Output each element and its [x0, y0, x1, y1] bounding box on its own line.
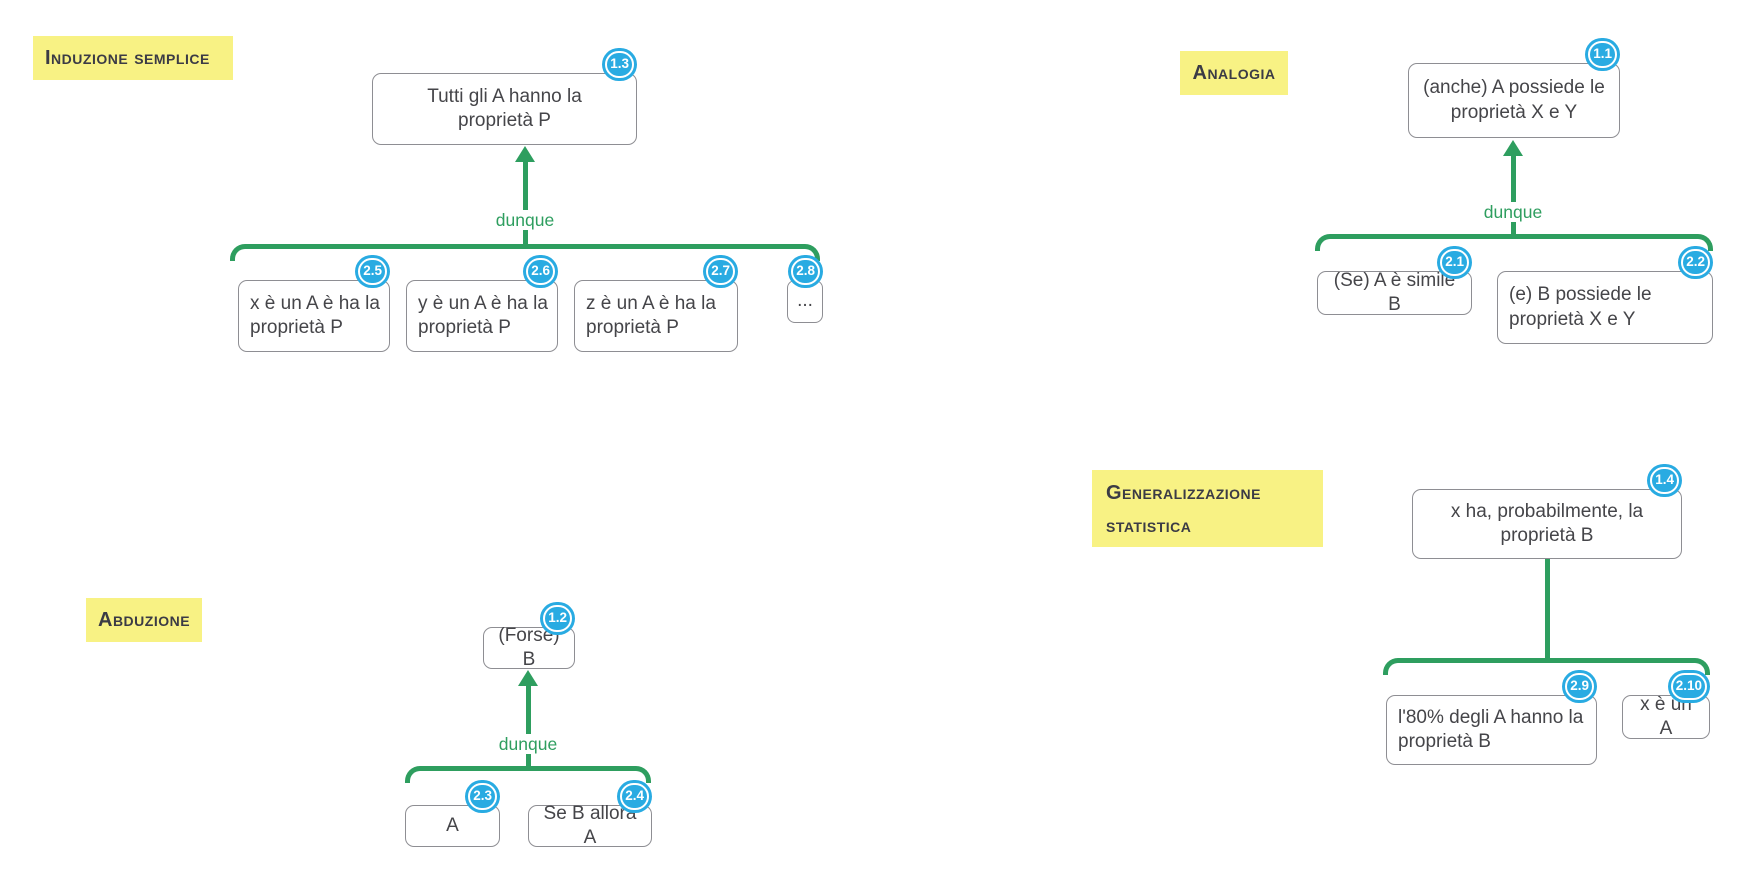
sticky-label-abduzione[interactable]: Abduzione	[86, 598, 203, 642]
node-badge: 2.4	[620, 783, 649, 810]
node-text: A	[446, 814, 459, 836]
sticky-label-induzione-semplice[interactable]: Induzione semplice	[33, 36, 233, 80]
node-badge: 1.4	[1650, 467, 1679, 494]
node-badge: 2.8	[791, 258, 820, 285]
node-badge: 2.3	[468, 783, 497, 810]
sticky-label-generalizzazione-statistica[interactable]: Generalizzazione statistica	[1092, 470, 1323, 547]
conclusion-node-1-1[interactable]: 1.1 (anche) A possiede le proprietà X e …	[1408, 41, 1620, 138]
connector-label-dunque: dunque	[495, 734, 561, 754]
node-text: x è un A	[1640, 693, 1692, 740]
node-badge: 2.5	[358, 258, 387, 285]
premise-node-2-5[interactable]: 2.5 x è un A è ha la proprietà P	[238, 258, 390, 352]
arrow-up-head	[515, 146, 535, 162]
premise-node-2-8[interactable]: 2.8 ...	[787, 258, 823, 323]
sticky-label-analogia[interactable]: Analogia	[1180, 51, 1288, 95]
premise-bracket	[1315, 234, 1713, 251]
premise-node-2-1[interactable]: 2.1 (Se) A è simile B	[1317, 249, 1472, 316]
premise-node-2-2[interactable]: 2.2 (e) B possiede le proprietà X e Y	[1497, 249, 1713, 344]
node-text: Se B allora A	[543, 802, 637, 849]
premise-bracket	[1383, 658, 1710, 675]
node-badge: 2.10	[1670, 673, 1707, 700]
arrow-up-head	[1503, 140, 1523, 156]
node-text: l'80% degli A hanno la proprietà B	[1398, 706, 1584, 753]
node-text: z è un A è ha la proprietà P	[586, 292, 716, 339]
premise-node-2-10[interactable]: 2.10 x è un A	[1622, 673, 1710, 740]
node-text: ...	[797, 290, 813, 312]
premise-node-2-9[interactable]: 2.9 l'80% degli A hanno la proprietà B	[1386, 673, 1597, 765]
conclusion-node-1-2[interactable]: 1.2 (Forse) B	[483, 605, 575, 670]
connector-stem	[523, 158, 528, 246]
node-badge: 2.2	[1681, 249, 1710, 276]
conclusion-node-1-4[interactable]: 1.4 x ha, probabilmente, la proprietà B	[1412, 467, 1682, 559]
node-text: x è un A è ha la proprietà P	[250, 292, 380, 339]
connector-stem	[1545, 559, 1550, 660]
connector-label-dunque: dunque	[1480, 202, 1546, 222]
connector-label-dunque: dunque	[492, 210, 558, 230]
sticky-label-text: Induzione semplice	[45, 47, 210, 69]
node-text: (Forse) B	[498, 624, 560, 671]
node-text: (e) B possiede le proprietà X e Y	[1509, 284, 1652, 330]
conclusion-node-1-3[interactable]: 1.3 Tutti gli A hanno la proprietà P	[372, 51, 637, 145]
premise-bracket	[405, 766, 651, 783]
node-badge: 1.1	[1588, 41, 1617, 68]
node-text: x ha, probabilmente, la proprietà B	[1450, 500, 1644, 547]
connector-stem	[1511, 152, 1516, 236]
connector-stem	[526, 682, 531, 768]
arrow-up-head	[518, 670, 538, 686]
node-badge: 2.1	[1440, 249, 1469, 276]
sticky-label-text: Generalizzazione statistica	[1106, 482, 1261, 537]
node-text: (Se) A è simile B	[1333, 269, 1456, 316]
node-text: (anche) A possiede le proprietà X e Y	[1423, 77, 1605, 123]
premise-node-2-3[interactable]: 2.3 A	[405, 783, 500, 847]
premise-node-2-4[interactable]: 2.4 Se B allora A	[528, 783, 652, 848]
premise-bracket	[230, 244, 820, 261]
node-badge: 1.3	[605, 51, 634, 78]
node-badge: 1.2	[543, 605, 572, 632]
sticky-label-text: Analogia	[1192, 62, 1276, 84]
node-text: Tutti gli A hanno la proprietà P	[427, 85, 582, 132]
node-badge: 2.9	[1565, 673, 1594, 700]
node-badge: 2.6	[526, 258, 555, 285]
node-text: y è un A è ha la proprietà P	[418, 292, 548, 339]
premise-node-2-6[interactable]: 2.6 y è un A è ha la proprietà P	[406, 258, 558, 352]
premise-node-2-7[interactable]: 2.7 z è un A è ha la proprietà P	[574, 258, 738, 352]
sticky-label-text: Abduzione	[98, 609, 191, 631]
node-badge: 2.7	[706, 258, 735, 285]
